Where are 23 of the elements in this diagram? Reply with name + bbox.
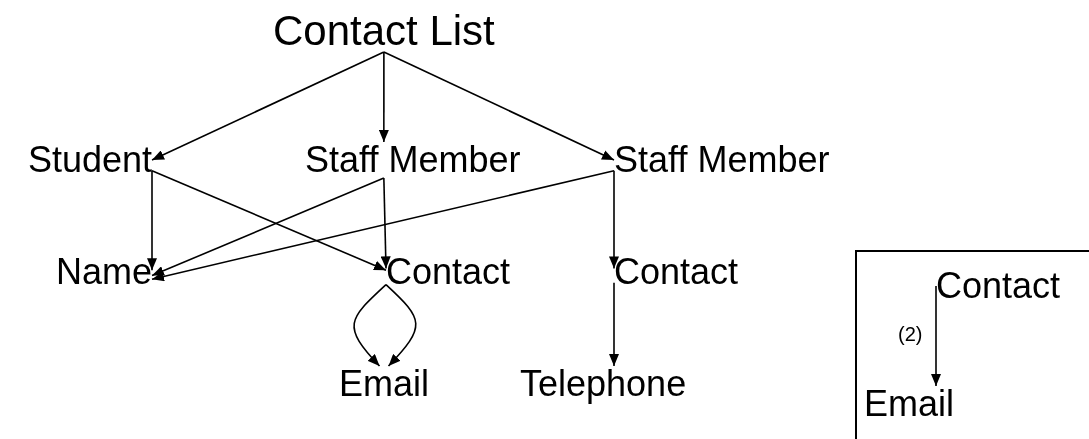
arrow	[931, 285, 941, 387]
arrow	[609, 170, 619, 270]
arrow	[353, 283, 387, 367]
node-label: Staff Member	[305, 142, 521, 178]
node-label: Staff Member	[614, 142, 830, 178]
node-label: Student	[27, 142, 152, 178]
arrow	[151, 170, 615, 282]
node-label: Contact List	[273, 10, 495, 52]
arrow	[380, 177, 391, 270]
arrow	[378, 51, 389, 143]
node-label: Contact	[936, 268, 1061, 304]
arrow	[147, 170, 157, 271]
arrow	[151, 51, 385, 161]
node-label: Name	[55, 254, 152, 290]
node-label: Telephone	[520, 366, 687, 402]
node-label: Email	[339, 366, 430, 402]
arrow	[609, 282, 619, 367]
edge-label: (2)	[898, 324, 923, 344]
node-label: Contact	[614, 254, 739, 290]
arrow	[385, 283, 417, 367]
arrow	[383, 51, 615, 161]
node-label: Email	[864, 386, 955, 422]
node-label: Contact	[386, 254, 511, 290]
